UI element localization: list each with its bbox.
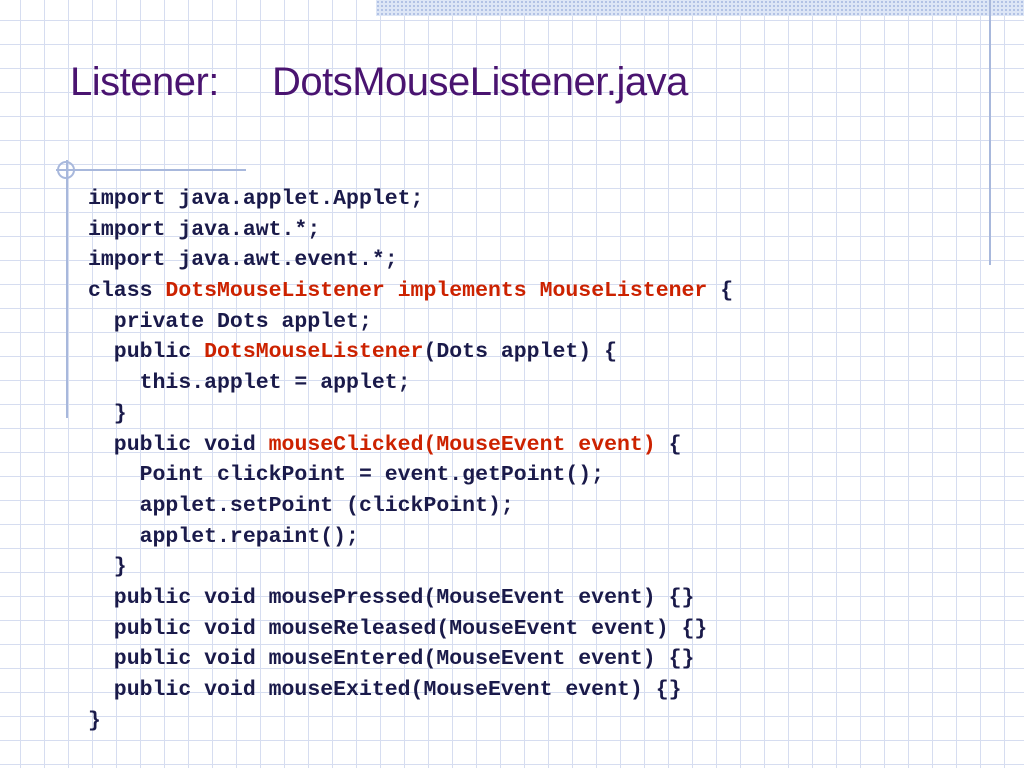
header-decoration-band [376, 0, 1024, 16]
code-text: { [707, 279, 734, 304]
code-line: import java.awt.*; [88, 215, 733, 246]
code-highlight: DotsMouseListener implements MouseListen… [165, 279, 708, 304]
slide-title: Listener: DotsMouseListener.java [70, 60, 688, 104]
code-line: this.applet = applet; [88, 368, 733, 399]
code-text: import java.awt.*; [88, 217, 321, 242]
code-highlight: mouseClicked(MouseEvent event) [268, 432, 656, 457]
code-line: } [88, 706, 733, 737]
code-line: public DotsMouseListener(Dots applet) { [88, 337, 733, 368]
code-line: public void mouseExited(MouseEvent event… [88, 675, 733, 706]
code-line: } [88, 399, 733, 430]
code-text: class [88, 279, 166, 304]
code-text: private Dots applet; [88, 309, 372, 334]
code-text: import java.applet.Applet; [88, 187, 424, 211]
code-line: applet.repaint(); [88, 522, 733, 553]
code-text: public void mouseReleased(MouseEvent eve… [88, 616, 708, 641]
code-line: Point clickPoint = event.getPoint(); [88, 460, 733, 491]
code-text: } [88, 708, 101, 733]
code-text: public void mousePressed(MouseEvent even… [88, 585, 695, 610]
code-text: public void [88, 432, 269, 457]
code-text: public void mouseEntered(MouseEvent even… [88, 647, 695, 672]
code-text: import java.awt.event.*; [88, 248, 398, 273]
code-text: } [88, 401, 127, 426]
code-line: class DotsMouseListener implements Mouse… [88, 276, 733, 307]
code-text: { [655, 432, 682, 457]
code-line: public void mouseClicked(MouseEvent even… [88, 430, 733, 461]
code-text: Point clickPoint = event.getPoint(); [88, 463, 605, 488]
code-line: } [88, 552, 733, 583]
code-text: applet.repaint(); [88, 524, 359, 549]
code-line: import java.awt.event.*; [88, 245, 733, 276]
code-line: import java.applet.Applet; [88, 184, 733, 215]
code-highlight: DotsMouseListener [204, 340, 424, 365]
right-vertical-rule [989, 0, 991, 265]
code-text: } [88, 555, 127, 580]
code-line: public void mousePressed(MouseEvent even… [88, 583, 733, 614]
title-underline-rule [56, 169, 246, 171]
code-text: this.applet = applet; [88, 371, 411, 396]
code-line: applet.setPoint (clickPoint); [88, 491, 733, 522]
circle-ornament-icon [57, 161, 75, 179]
code-line: private Dots applet; [88, 307, 733, 338]
code-line: public void mouseEntered(MouseEvent even… [88, 644, 733, 675]
code-block: import java.applet.Applet; import java.aw… [88, 184, 733, 736]
left-vertical-rule [66, 160, 68, 418]
code-line: public void mouseReleased(MouseEvent eve… [88, 614, 733, 645]
code-text: public [88, 340, 205, 365]
code-text: applet.setPoint (clickPoint); [88, 493, 514, 518]
code-text: (Dots applet) { [423, 340, 618, 365]
code-text: public void mouseExited(MouseEvent event… [88, 678, 682, 702]
